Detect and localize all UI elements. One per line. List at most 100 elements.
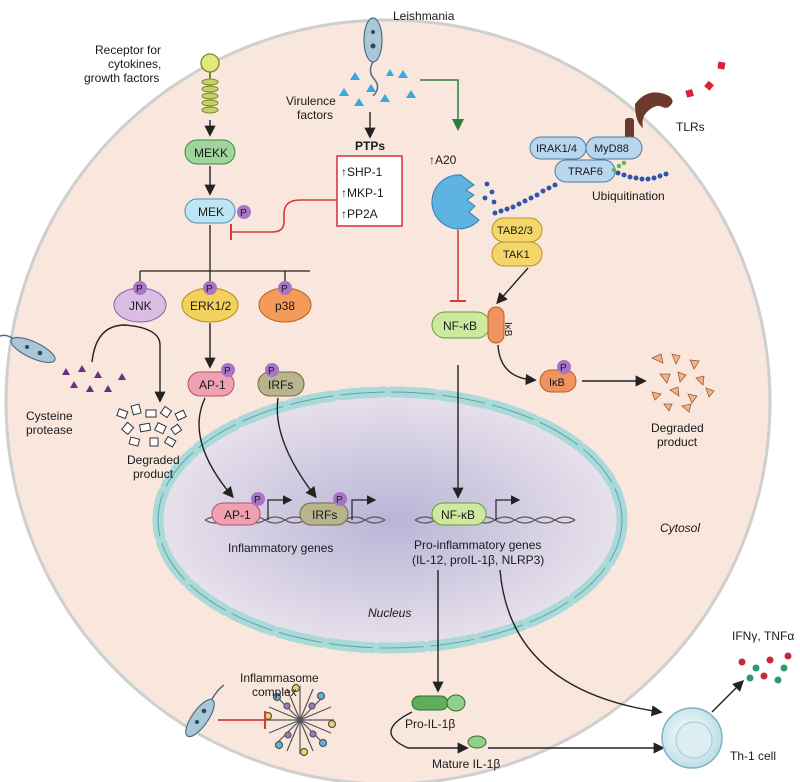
myd88-label: MyD88 [594, 143, 629, 155]
ubiquitination-mark [611, 160, 627, 173]
traf6-label: TRAF6 [568, 166, 603, 178]
inflammasome-label-1: Inflammasome [240, 671, 319, 685]
ap1-label-cytosol: AP-1 [199, 378, 226, 392]
arrow-genes-to-th1 [499, 569, 663, 717]
inflammasome-label-2: complex [252, 685, 297, 699]
ptps-box [336, 155, 403, 227]
cysteine-protease-triangles [62, 365, 126, 392]
leishmania-parasite-left [0, 334, 56, 364]
receptor-label-3: growth factors [84, 71, 159, 85]
leishmania-parasite-top [363, 17, 383, 97]
mek-node [184, 198, 236, 224]
jnk-label: JNK [129, 299, 152, 313]
receptor-label-2: cytokines, [108, 57, 161, 71]
ikb-label-complex: IκB [502, 322, 513, 337]
tak1-label: TAK1 [503, 249, 530, 261]
transcription-arrow-ap1 [267, 495, 293, 520]
cysteine-label-1: Cysteine [26, 409, 73, 423]
inhibit-ptps-to-mek [232, 199, 337, 233]
irfs-phospho-label-nucleus: P [336, 495, 343, 506]
cytokine-receptor [200, 53, 220, 114]
ap1-phospho-nucleus [251, 492, 265, 506]
p38-phospho-label: P [281, 284, 288, 295]
ap1-label-nucleus: AP-1 [224, 508, 251, 522]
arrow-th1-to-cytokines [711, 680, 744, 713]
p38-label: p38 [275, 299, 295, 313]
mkp1-label: ↑MKP-1 [341, 186, 384, 200]
ikb-label-free: IκB [549, 377, 565, 389]
pro-il1b-molecule [411, 694, 466, 712]
leishmania-parasite-bottom [185, 684, 225, 738]
degraded-fragments-right [651, 353, 715, 413]
irfs-node-nucleus [299, 502, 349, 526]
inflammasome-complex [263, 683, 337, 757]
mekk-label: MEKK [194, 146, 228, 160]
virulence-factor-triangles [339, 69, 416, 106]
proinflammatory-genes-label-2: (IL-12, proIL-1β, NLRP3) [412, 553, 544, 567]
p38-phospho [278, 281, 292, 295]
nfkb-node-nucleus [431, 502, 487, 526]
ptps-label: PTPs [355, 139, 385, 153]
irfs-phospho-cytosol [265, 363, 279, 377]
arrow-jnk-degraded [91, 324, 166, 403]
arrow-tak1-to-nfkb [496, 267, 529, 305]
ifn-tnf-label: IFNγ, TNFα [732, 629, 794, 643]
degraded-fragments-left [116, 403, 187, 448]
inflammatory-genes-label: Inflammatory genes [228, 541, 333, 555]
irak-label: IRAK1/4 [536, 143, 577, 155]
cytokine-dots [738, 652, 792, 684]
irfs-label-cytosol: IRFs [268, 378, 293, 392]
leishmania-label: Leishmania [393, 9, 455, 23]
tlrs-label: TLRs [676, 120, 705, 134]
irfs-label-nucleus: IRFs [312, 508, 337, 522]
degraded-left-label-1: Degraded [127, 453, 180, 467]
ap1-phospho-label-nucleus: P [254, 495, 261, 506]
mek-phospho [237, 205, 251, 219]
ikb-node-complex [487, 306, 505, 344]
myd88-node [585, 136, 643, 160]
mature-il1b-molecule [467, 735, 487, 749]
nucleus [152, 386, 628, 654]
mature-il1b-label: Mature IL-1β [432, 757, 500, 771]
erk-label: ERK1/2 [190, 299, 232, 313]
nucleus-label: Nucleus [368, 606, 411, 620]
mek-phospho-label: P [240, 208, 247, 219]
degraded-left-label-2: product [133, 467, 174, 481]
arrow-virulence-to-a20 [420, 79, 464, 131]
ubiquitin-chain [492, 170, 669, 216]
receptor-label-1: Receptor for [95, 43, 161, 57]
arrow-irfs-to-nucleus [276, 397, 317, 499]
transcription-arrow-irfs [351, 495, 377, 520]
virulence-label-2: factors [297, 108, 333, 122]
ikb-phospho [557, 360, 571, 374]
ap1-phospho-label-cytosol: P [224, 366, 231, 377]
cysteine-label-2: protease [26, 423, 73, 437]
mek-label: MEK [198, 205, 224, 219]
ubiquitination-label: Ubiquitination [592, 189, 665, 203]
cytosol-label: Cytosol [660, 521, 700, 535]
jnk-phospho-label: P [136, 284, 143, 295]
pp2a-label: ↑PP2A [341, 207, 378, 221]
nfkb-label-nucleus: NF-κB [441, 508, 475, 522]
a20-dots [482, 181, 497, 205]
erk-phospho [203, 281, 217, 295]
th1-label: Th-1 cell [730, 749, 776, 763]
proinflammatory-genes-label-1: Pro-inflammatory genes [414, 538, 541, 552]
mekk-node [184, 139, 236, 165]
arrow-ap1-to-nucleus [198, 397, 234, 499]
tab23-label: TAB2/3 [497, 225, 533, 237]
jnk-phospho [133, 281, 147, 295]
irfs-node-cytosol [257, 371, 305, 397]
pro-il1b-label: Pro-IL-1β [405, 717, 455, 731]
th1-cell [661, 707, 723, 769]
tak1-node [491, 241, 543, 267]
irfs-phospho-nucleus [333, 492, 347, 506]
ap1-node-nucleus [211, 502, 261, 526]
virulence-label-1: Virulence [286, 94, 336, 108]
erk-phospho-label: P [206, 284, 213, 295]
degraded-right-label-1: Degraded [651, 421, 704, 435]
arrow-ikb-release [497, 344, 537, 386]
a20-label: ↑A20 [429, 153, 457, 167]
